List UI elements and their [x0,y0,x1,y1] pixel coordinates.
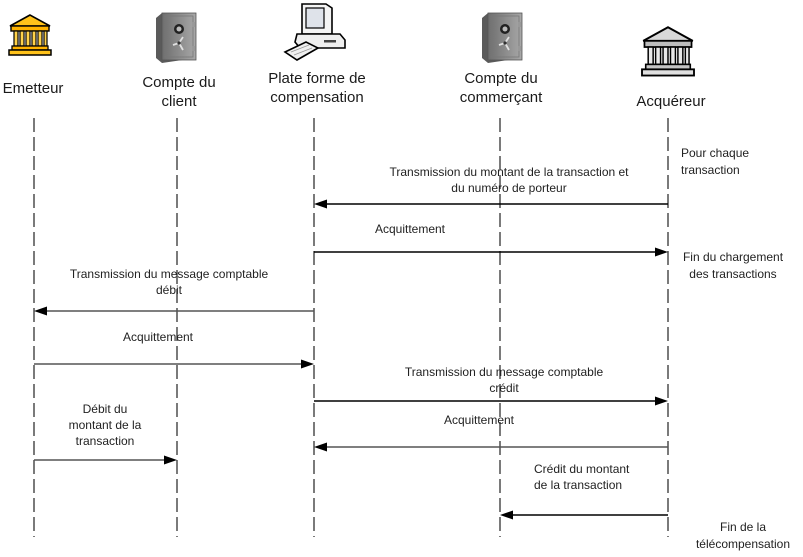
message-arrow [314,442,668,452]
safe-icon [156,12,197,63]
message-label: Transmission du message comptable débit [69,267,269,297]
bank-gold-icon [8,14,52,56]
message-arrow [34,306,314,316]
arrow-head [500,510,513,520]
arrow-head [164,455,177,465]
arrow-head [655,247,668,257]
message-label: Acquittement [122,330,194,344]
computer-icon [283,3,346,61]
message-arrow [314,396,668,406]
arrow-head [314,442,327,452]
message-arrow [500,510,668,520]
arrow-head [655,396,668,406]
note-pour-chaque-transaction: Pour chaque transaction [681,146,750,177]
message-arrow [34,455,177,465]
actor-label-compte-commercant: Compte du commerçant [459,70,543,106]
message-arrow [34,359,314,369]
actor-label-plateforme: Plate forme de compensation [268,70,366,106]
message-label: Transmission du montant de la transactio… [389,165,629,195]
message-label: Acquittement [443,413,515,427]
message-label: Crédit du montant de la transaction [534,462,630,492]
message-label: Débit du montant de la transaction [68,402,142,448]
arrow-head [314,199,327,209]
bank-grey-icon [641,26,695,77]
arrow-head [301,359,314,369]
message-arrow [314,247,668,257]
message-label: Transmission du message comptable crédit [404,365,604,395]
note-fin-chargement: Fin du chargement des transactions [682,250,784,281]
message-label: Acquittement [374,222,446,236]
actor-label-emetteur: Emetteur [2,80,64,97]
arrow-head [34,306,47,316]
note-fin-telecompensation: Fin de la télécompensation [695,520,791,551]
safe-icon [482,12,523,63]
actor-label-acquereur: Acquéreur [636,93,706,110]
message-arrow [314,199,668,209]
actor-label-compte-client: Compte du client [142,74,216,110]
